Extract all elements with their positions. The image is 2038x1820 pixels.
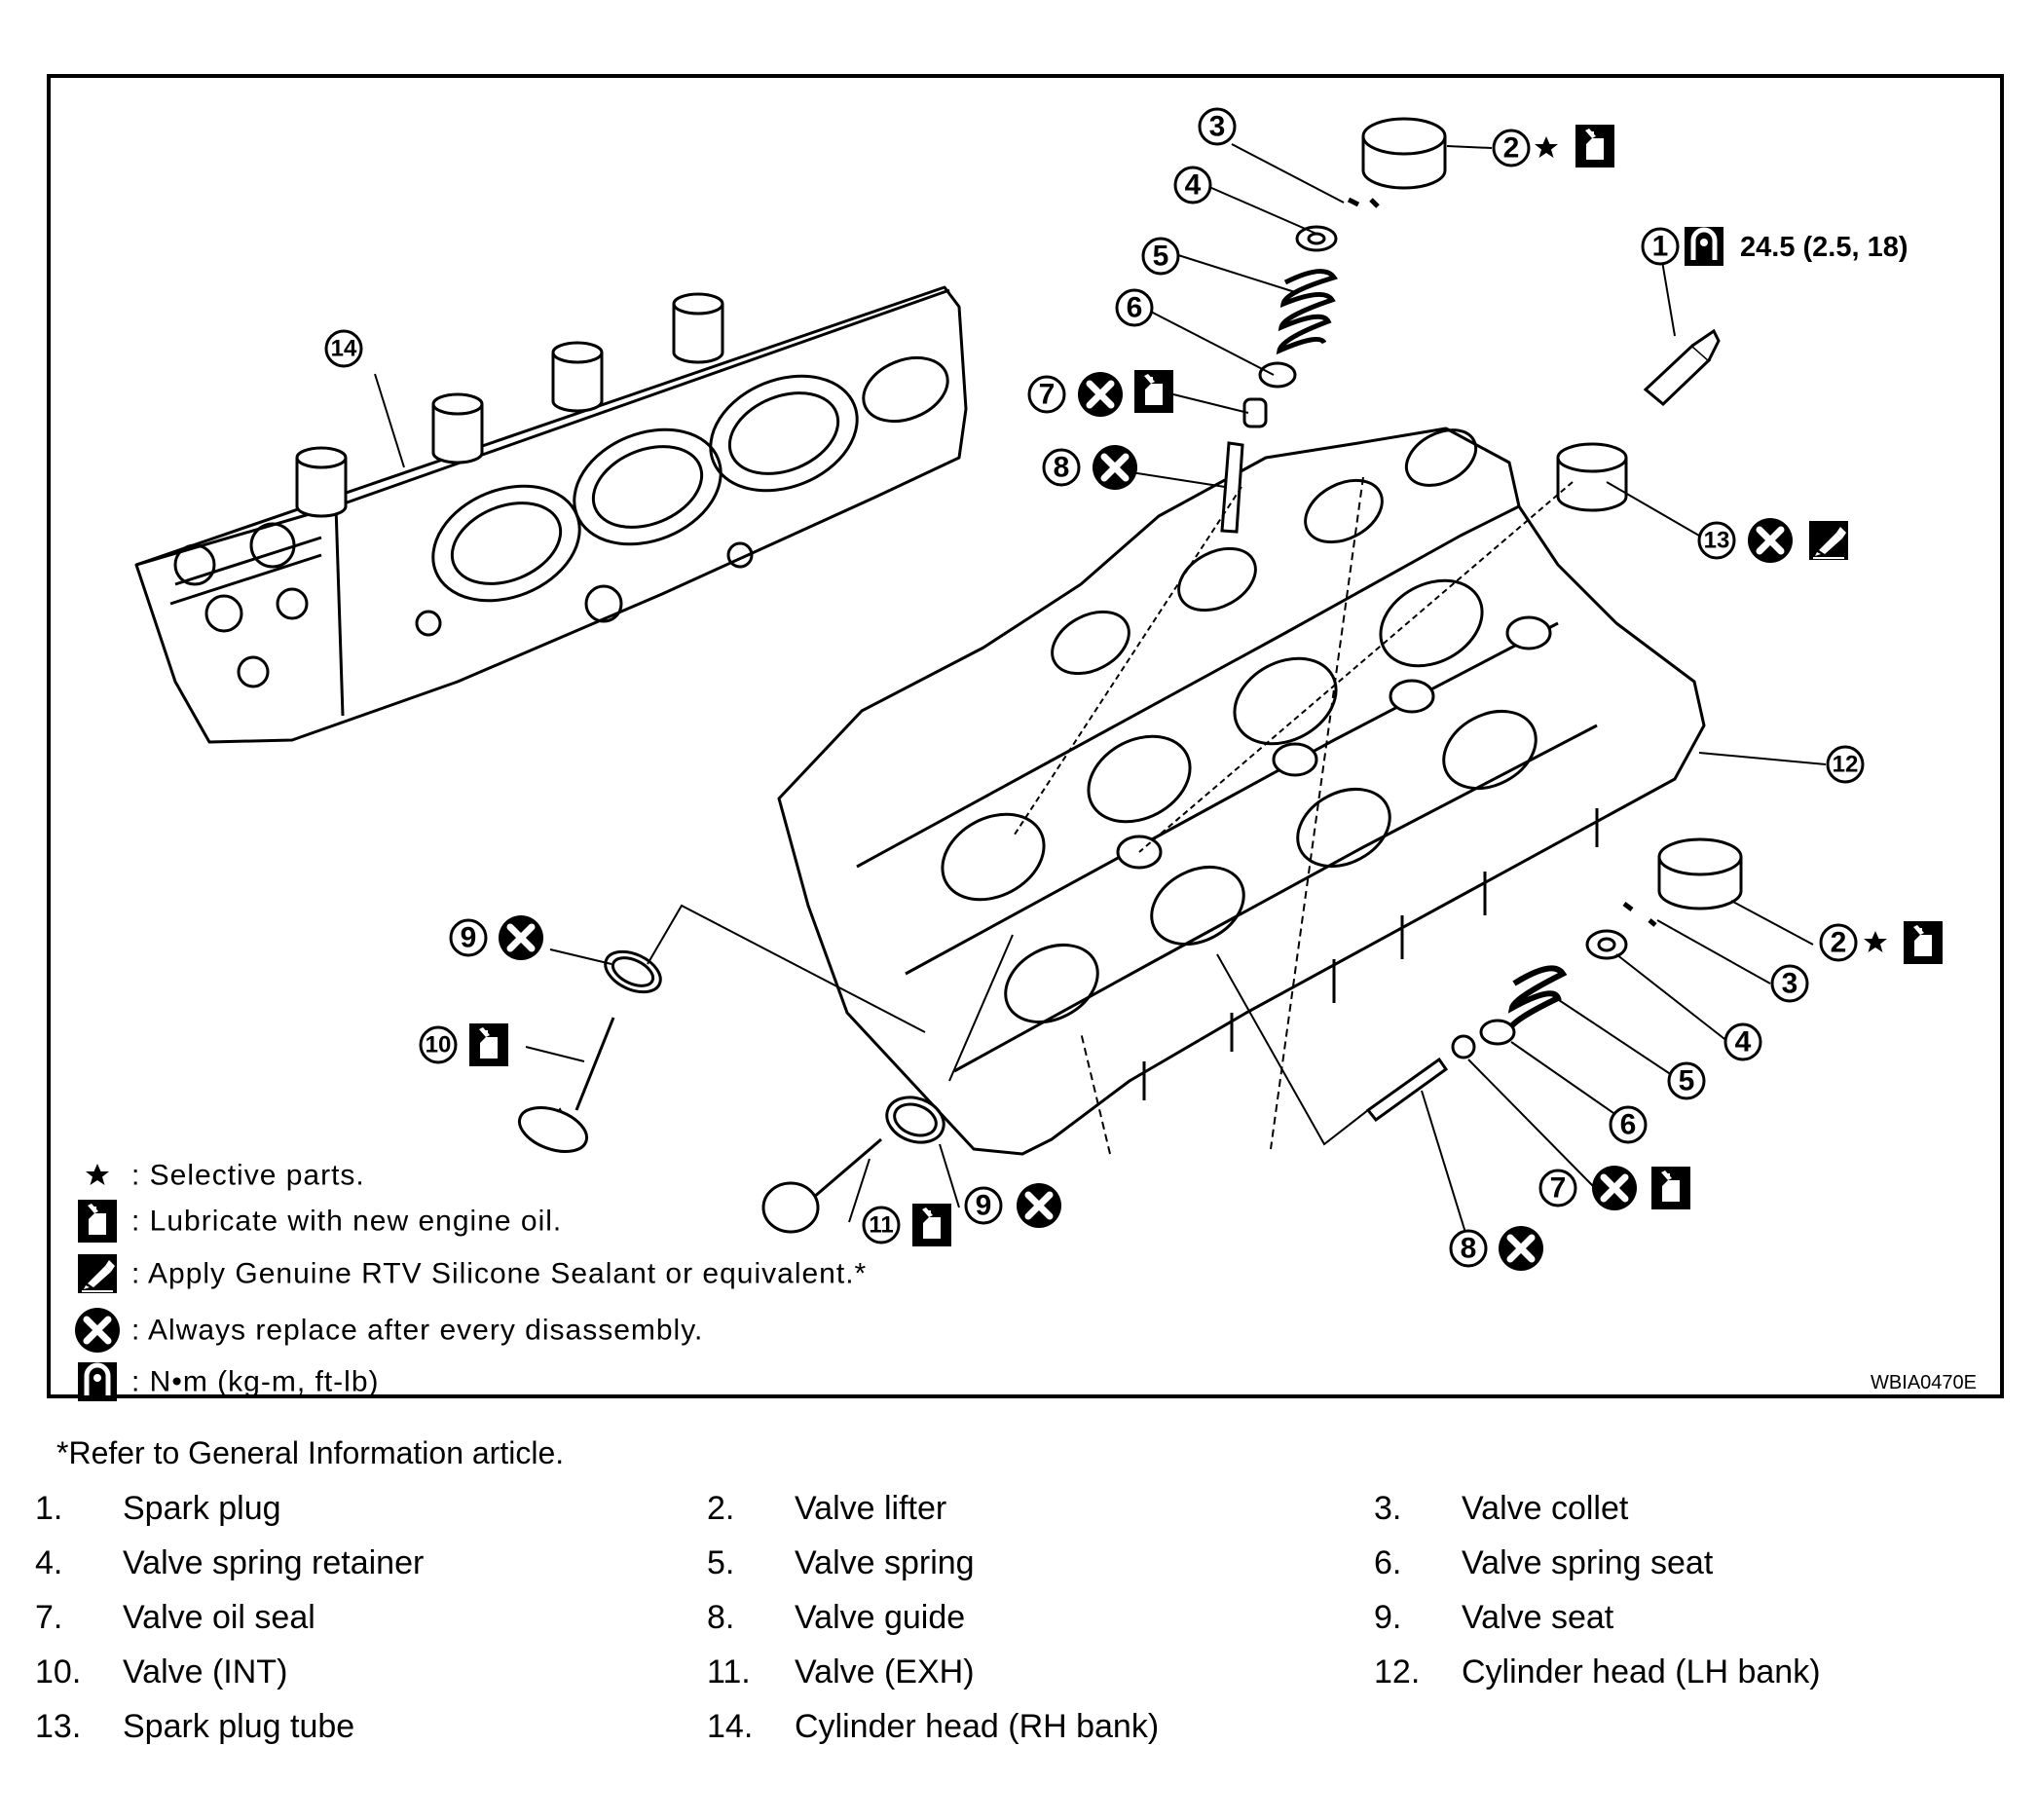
callout-number: 7 (1550, 1172, 1567, 1205)
callout-number: 6 (1620, 1109, 1637, 1141)
exploded-parts-upper (1220, 117, 1721, 534)
star-icon (1864, 931, 1887, 952)
replace-x-icon (1078, 372, 1123, 417)
replace-x-icon (1017, 1183, 1061, 1228)
callout-7-lower (1538, 1169, 1577, 1207)
callout-11 (862, 1206, 901, 1244)
callout-6-lower (1609, 1105, 1648, 1144)
replace-x-icon (1499, 1226, 1543, 1271)
replace-x-icon (75, 1308, 120, 1353)
callout-number: 14 (331, 336, 357, 362)
callout-2-lower (1819, 923, 1858, 962)
callout-number: 5 (1679, 1065, 1695, 1097)
callout-number: 9 (461, 922, 477, 954)
torque-spec-label: 24.5 (2.5, 18) (1740, 232, 1908, 263)
exploded-parts-lower-left (517, 949, 945, 1234)
sealant-tube-icon (1808, 520, 1849, 561)
oil-can-icon (912, 1204, 951, 1246)
diagram-frame (47, 74, 2004, 1398)
legend-lubricate: : Lubricate with new engine oil. (131, 1206, 562, 1238)
callout-number: 5 (1153, 241, 1169, 273)
callout-number: 2 (1503, 132, 1520, 165)
callout-number: 12 (1833, 752, 1859, 778)
callout-3-top (1198, 107, 1237, 146)
callout-number: 8 (1461, 1233, 1477, 1265)
callouts (324, 107, 1865, 1268)
callout-14 (324, 329, 363, 368)
oil-can-icon (1575, 125, 1614, 167)
replace-x-icon (1093, 445, 1137, 490)
sealant-tube-icon (77, 1253, 118, 1294)
replace-x-icon (1592, 1166, 1637, 1210)
callout-number: 8 (1054, 452, 1070, 484)
callout-number: 4 (1735, 1026, 1752, 1059)
callout-3-lower (1770, 964, 1809, 1003)
callout-number: 7 (1039, 379, 1056, 411)
legend-replace: : Always replace after every disassembly… (131, 1315, 703, 1347)
callout-number: 2 (1831, 927, 1847, 959)
callout-number: 3 (1209, 111, 1226, 143)
oil-can-icon (1904, 921, 1943, 964)
cylinder-head-rh-bank-drawing (134, 285, 968, 744)
legend-torque-unit: : N•m (kg-m, ft-lb) (131, 1366, 380, 1398)
torque-wrench-icon (78, 1362, 117, 1401)
callout-number: 1 (1652, 231, 1669, 263)
callout-10 (419, 1025, 458, 1064)
legend-sealant: : Apply Genuine RTV Silicone Sealant or … (131, 1258, 867, 1290)
star-icon (86, 1164, 109, 1185)
callout-13 (1697, 521, 1736, 560)
callout-5-top (1141, 237, 1180, 276)
callout-5-lower (1667, 1061, 1706, 1100)
callout-number: 6 (1127, 292, 1143, 324)
callout-12 (1826, 745, 1865, 784)
legend-selective: : Selective parts. (131, 1160, 365, 1192)
callout-9-left (449, 918, 488, 957)
exploded-parts-lower (1365, 837, 1743, 1123)
callout-2-top (1492, 129, 1531, 167)
callout-4-top (1173, 166, 1212, 204)
cylinder-head-exploded-diagram: 3 2 4 1 5 6 7 8 13 14 12 2 3 4 5 6 7 8 9… (47, 74, 2004, 1422)
callout-number: 11 (869, 1212, 893, 1239)
callout-6-top (1115, 288, 1154, 327)
oil-can-icon (78, 1200, 117, 1243)
callout-4-lower (1723, 1022, 1762, 1061)
callout-number: 10 (426, 1032, 452, 1059)
callout-8-lower (1449, 1229, 1488, 1268)
legend: : Selective parts. : Lubricate with new … (75, 1160, 867, 1402)
oil-can-icon (469, 1023, 508, 1066)
cylinder-head-lh-bank-drawing (777, 427, 1706, 1156)
callout-1 (1641, 227, 1680, 266)
callout-8-top (1042, 448, 1081, 487)
callout-number: 3 (1782, 968, 1798, 1000)
callout-9-lower (964, 1186, 1003, 1225)
star-icon (1535, 136, 1558, 158)
replace-x-icon (1748, 518, 1793, 563)
figure-id: WBIA0470E (1871, 1372, 1977, 1393)
footnote: *Refer to General Information article. (56, 1435, 565, 1470)
callout-7-top (1027, 375, 1066, 414)
replace-x-icon (499, 915, 543, 960)
callout-number: 9 (976, 1190, 992, 1222)
callout-number: 4 (1185, 169, 1202, 202)
callout-number: 13 (1704, 528, 1730, 554)
torque-wrench-icon (1685, 227, 1723, 266)
oil-can-icon (1651, 1167, 1690, 1209)
oil-can-icon (1134, 370, 1173, 413)
